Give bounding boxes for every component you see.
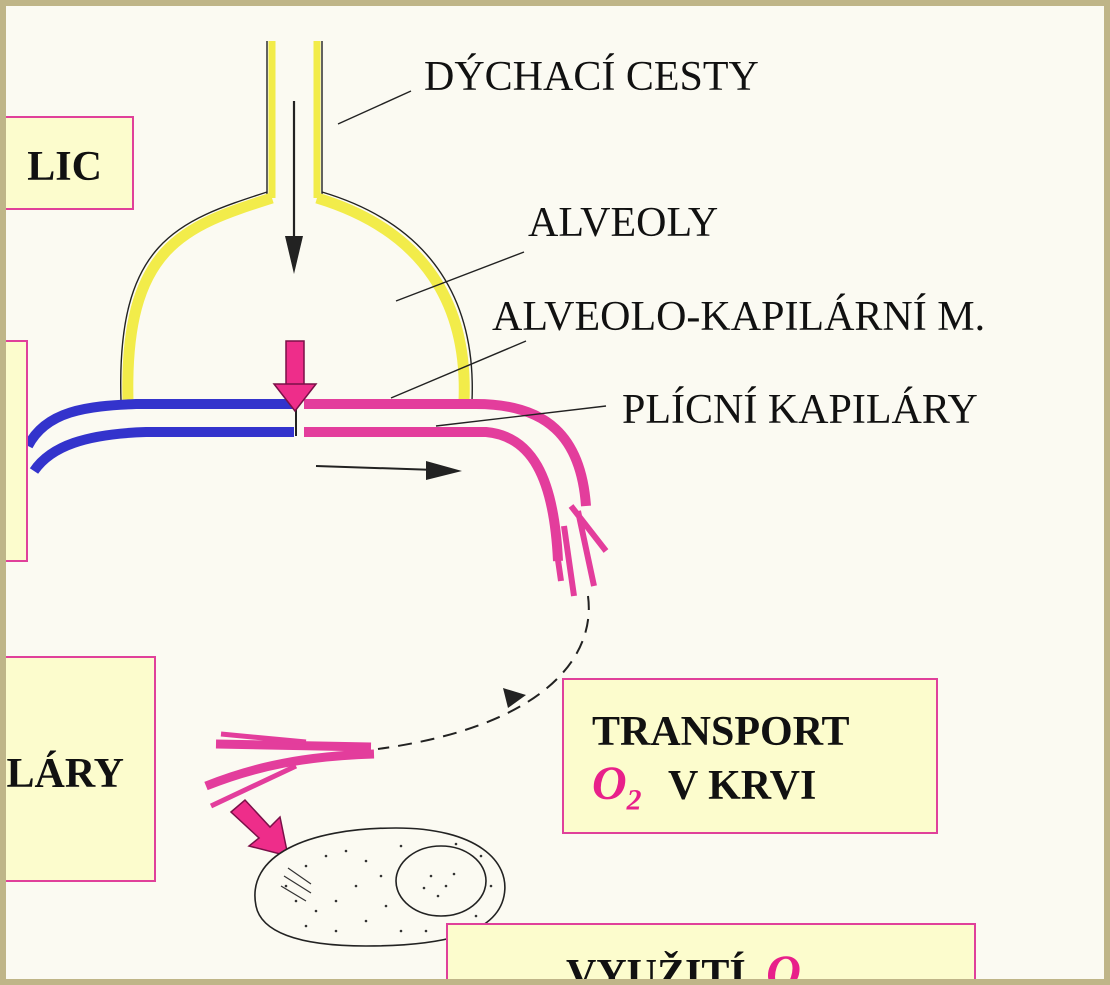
transport-box: TRANSPORT O2 V KRVI	[562, 678, 938, 834]
utilization-box: VYUŽITÍ O	[446, 923, 976, 979]
utilization-o2-symbol: O	[766, 946, 801, 979]
label-membrane: ALVEOLO-KAPILÁRNÍ M.	[492, 296, 985, 338]
tissue-capillary	[206, 734, 374, 806]
label-capillaries: PLÍCNÍ KAPILÁRY	[622, 389, 978, 431]
transport-box-line1: TRANSPORT	[592, 706, 936, 758]
pulmonary-capillary	[28, 400, 606, 596]
diffusion-box	[6, 340, 28, 562]
airflow-arrow	[285, 101, 303, 274]
diagram-canvas: DÝCHACÍ CESTY ALVEOLY ALVEOLO-KAPILÁRNÍ …	[6, 6, 1104, 979]
label-airways: DÝCHACÍ CESTY	[424, 56, 759, 98]
ventilation-box-text: LIC	[27, 144, 102, 190]
transport-path	[378, 596, 589, 749]
blood-flow-arrow	[316, 461, 462, 480]
respiration-diagram	[6, 6, 1104, 979]
delivery-arrow	[231, 800, 288, 856]
tissue-capillaries-box-text: LÁRY	[6, 751, 124, 797]
transport-box-line2-text: V KRVI	[668, 763, 816, 809]
tissue-capillaries-box: LÁRY	[6, 656, 156, 882]
transport-box-line2: O2 V KRVI	[592, 758, 936, 827]
cell-nucleus	[396, 846, 486, 916]
utilization-box-text: VYUŽITÍ	[566, 952, 746, 979]
label-alveoli: ALVEOLY	[528, 202, 718, 244]
transport-o2-symbol: O2	[592, 757, 642, 810]
ventilation-box: LIC	[6, 116, 134, 210]
